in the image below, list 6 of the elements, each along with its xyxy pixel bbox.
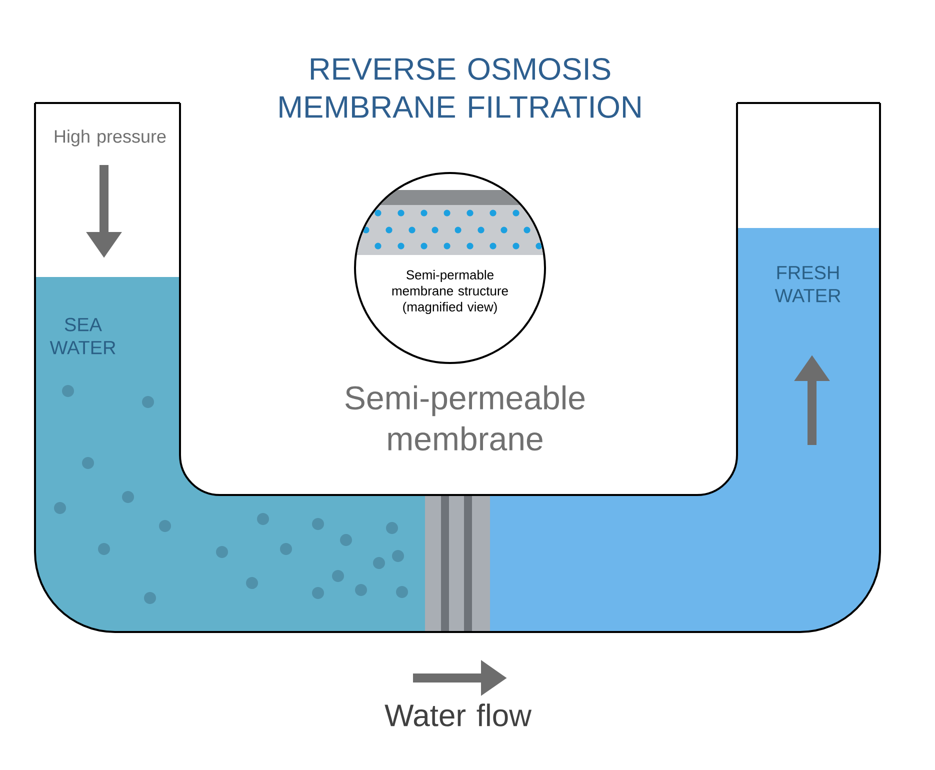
- water-label: SEA WATER: [50, 318, 116, 354]
- water-label: FRESH WATER: [774, 266, 840, 302]
- title: REVERSE OSMOSIS MEMBRANE FILTRATION: [280, 58, 640, 118]
- flow-label: Water flow: [384, 704, 532, 726]
- label-text: High pressure: [54, 130, 166, 146]
- caption-text: Semi-permable membrane structure (magnified view): [392, 270, 508, 314]
